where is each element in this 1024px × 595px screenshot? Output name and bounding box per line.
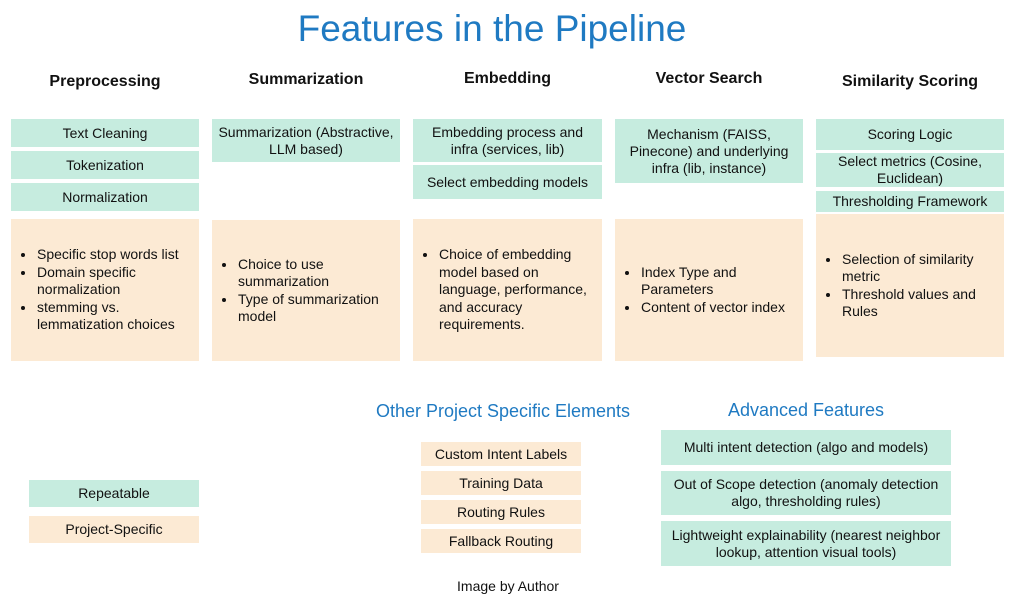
legend-repeatable: Repeatable <box>29 480 199 507</box>
repeatable-box-summarization: Summarization (Abstractive, LLM based) <box>212 119 400 162</box>
repeatable-box-thresholding-framework: Thresholding Framework <box>816 191 1004 212</box>
column-heading-similarity-scoring: Similarity Scoring <box>841 73 979 90</box>
detail-item: Choice of embedding model based on langu… <box>438 246 602 334</box>
advanced-feature-out-of-scope: Out of Scope detection (anomaly detectio… <box>661 471 951 515</box>
project-specific-box-vector-search: Index Type and Parameters Content of vec… <box>615 219 803 361</box>
other-elements-heading: Other Project Specific Elements <box>375 401 631 421</box>
repeatable-box-text-cleaning: Text Cleaning <box>11 119 199 147</box>
repeatable-box-scoring-logic: Scoring Logic <box>816 119 1004 150</box>
detail-item: Index Type and Parameters <box>640 264 803 299</box>
repeatable-box-tokenization: Tokenization <box>11 151 199 179</box>
detail-item: Choice to use summarization <box>237 256 400 291</box>
detail-item: Selection of similarity metric <box>841 251 1004 286</box>
advanced-features-heading: Advanced Features <box>727 400 885 420</box>
detail-item: stemming vs. lemmatization choices <box>36 299 199 334</box>
other-element-fallback-routing: Fallback Routing <box>421 529 581 553</box>
advanced-feature-multi-intent: Multi intent detection (algo and models) <box>661 430 951 465</box>
project-specific-box-preprocessing: Specific stop words list Domain specific… <box>11 219 199 361</box>
other-element-routing-rules: Routing Rules <box>421 500 581 524</box>
repeatable-box-select-metrics: Select metrics (Cosine, Euclidean) <box>816 153 1004 187</box>
column-heading-vector-search: Vector Search <box>655 70 763 87</box>
detail-item: Threshold values and Rules <box>841 286 1004 321</box>
other-element-custom-intent-labels: Custom Intent Labels <box>421 442 581 466</box>
legend-project-specific: Project-Specific <box>29 516 199 543</box>
detail-item: Specific stop words list <box>36 246 199 264</box>
detail-item: Type of summarization model <box>237 291 400 326</box>
column-heading-summarization: Summarization <box>248 71 364 88</box>
project-specific-box-similarity-scoring: Selection of similarity metric Threshold… <box>816 214 1004 357</box>
column-heading-embedding: Embedding <box>463 70 552 87</box>
project-specific-box-embedding: Choice of embedding model based on langu… <box>413 219 602 361</box>
repeatable-box-select-embedding-models: Select embedding models <box>413 165 602 199</box>
repeatable-box-normalization: Normalization <box>11 183 199 211</box>
column-heading-preprocessing: Preprocessing <box>49 73 161 90</box>
image-caption: Image by Author <box>457 578 559 594</box>
page-title: Features in the Pipeline <box>297 8 687 49</box>
detail-item: Domain specific normalization <box>36 264 199 299</box>
advanced-feature-explainability: Lightweight explainability (nearest neig… <box>661 521 951 566</box>
repeatable-box-vector-search-mechanism: Mechanism (FAISS, Pinecone) and underlyi… <box>615 119 803 183</box>
other-element-training-data: Training Data <box>421 471 581 495</box>
repeatable-box-embedding-infra: Embedding process and infra (services, l… <box>413 119 602 162</box>
detail-item: Content of vector index <box>640 299 803 317</box>
project-specific-box-summarization: Choice to use summarization Type of summ… <box>212 220 400 361</box>
